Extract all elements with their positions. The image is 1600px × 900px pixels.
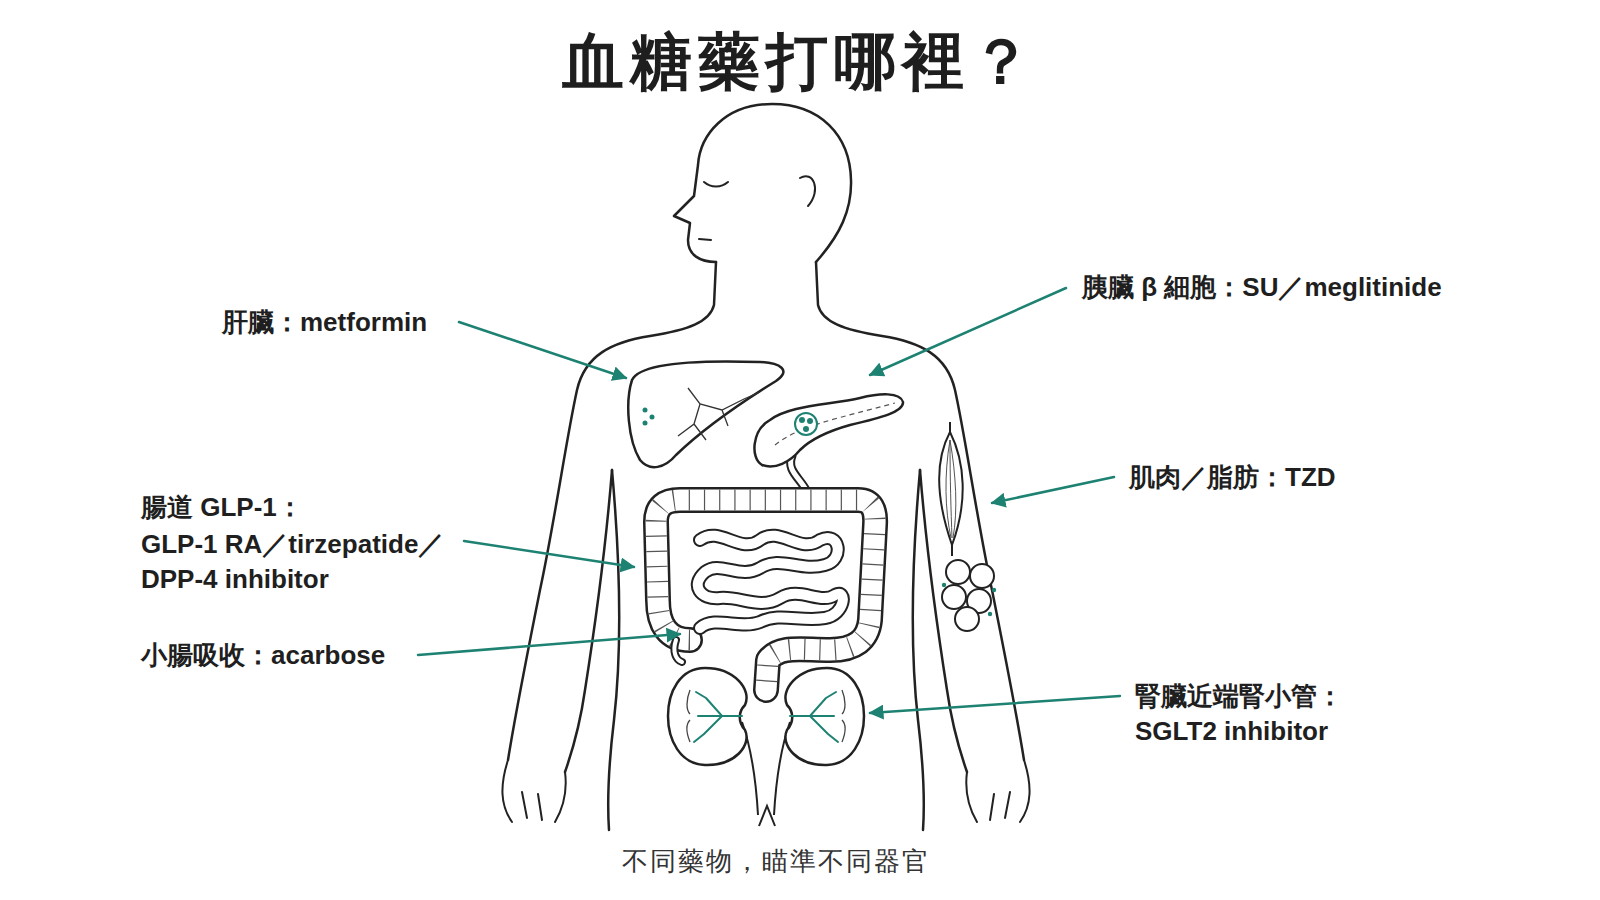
kidney-tubules	[790, 692, 838, 742]
head	[674, 104, 851, 262]
leader-arrow	[870, 288, 1066, 375]
diagram-caption: 不同藥物，瞄準不同器官	[622, 845, 930, 879]
organ-drug-label: 肝臟：metformin	[222, 305, 427, 340]
beta-cell	[803, 426, 809, 432]
kidney-outline	[785, 668, 864, 765]
crotch-line	[759, 806, 775, 826]
kidney	[668, 668, 758, 815]
fat-dot	[942, 583, 946, 587]
fat-dot	[988, 612, 992, 616]
leader-arrows	[418, 288, 1120, 713]
organ-drug-label: 肌肉／脂肪：TZD	[1129, 460, 1336, 495]
pancreatic-duct	[775, 403, 895, 445]
fat-cells	[942, 560, 996, 631]
pancreas	[754, 394, 903, 501]
liver-dot	[643, 408, 648, 413]
leader-arrow	[418, 634, 680, 655]
organ-drug-label: 腎臟近端腎小管： SGLT2 inhibitor	[1135, 679, 1385, 749]
intestines	[656, 500, 875, 690]
organ-drug-label: 腸道 GLP-1：	[141, 490, 303, 525]
kidney	[774, 668, 864, 815]
islet	[795, 413, 817, 435]
head-outline	[674, 104, 851, 262]
appendix-fill	[674, 640, 682, 662]
kidney-calyx	[687, 690, 690, 742]
beta-cell	[799, 417, 805, 423]
ear	[800, 176, 815, 206]
colon-haustra	[656, 500, 875, 690]
diagram-title: 血糖藥打哪裡？	[562, 25, 1038, 99]
organ-drug-label: 胰臟 β 細胞：SU／meglitinide	[1082, 270, 1442, 305]
fat-dot	[992, 588, 996, 592]
small-intestine-fill	[698, 536, 843, 628]
hand	[966, 760, 1029, 822]
colon-fill	[656, 500, 875, 690]
leader-arrow	[870, 696, 1120, 713]
muscle	[939, 422, 962, 556]
organ-drug-label: 小腸吸收：acarbose	[141, 638, 385, 673]
leader-arrow	[992, 477, 1114, 503]
mouth	[699, 239, 711, 240]
kidney-outline	[668, 668, 747, 765]
organ-drug-label: GLP-1 RA／tirzepatide／ DPP-4 inhibitor	[141, 527, 481, 597]
pancreas-outline	[754, 394, 903, 466]
fat-cell	[955, 607, 979, 631]
liver-vessels	[678, 388, 760, 440]
torso-outline	[608, 470, 619, 830]
muscle-outline	[939, 432, 962, 545]
fat-cell	[946, 560, 970, 584]
colon-outline	[656, 500, 875, 690]
muscle-fibers	[946, 440, 956, 538]
fat-cell	[942, 585, 966, 609]
inner-arm-outline	[565, 470, 612, 772]
liver-dot	[650, 415, 655, 420]
torso-outline	[913, 470, 924, 830]
kidney-calyx	[842, 690, 845, 742]
small-intestine-outline	[698, 536, 843, 628]
beta-cell	[807, 418, 813, 424]
leader-arrow	[464, 541, 634, 567]
kidney-tubules	[694, 692, 742, 742]
closed-eye	[704, 182, 728, 187]
hand	[502, 760, 565, 822]
appendix-outline	[674, 640, 682, 662]
liver-dot	[643, 421, 648, 426]
leader-arrow	[459, 322, 626, 378]
fat-cell	[970, 564, 994, 588]
